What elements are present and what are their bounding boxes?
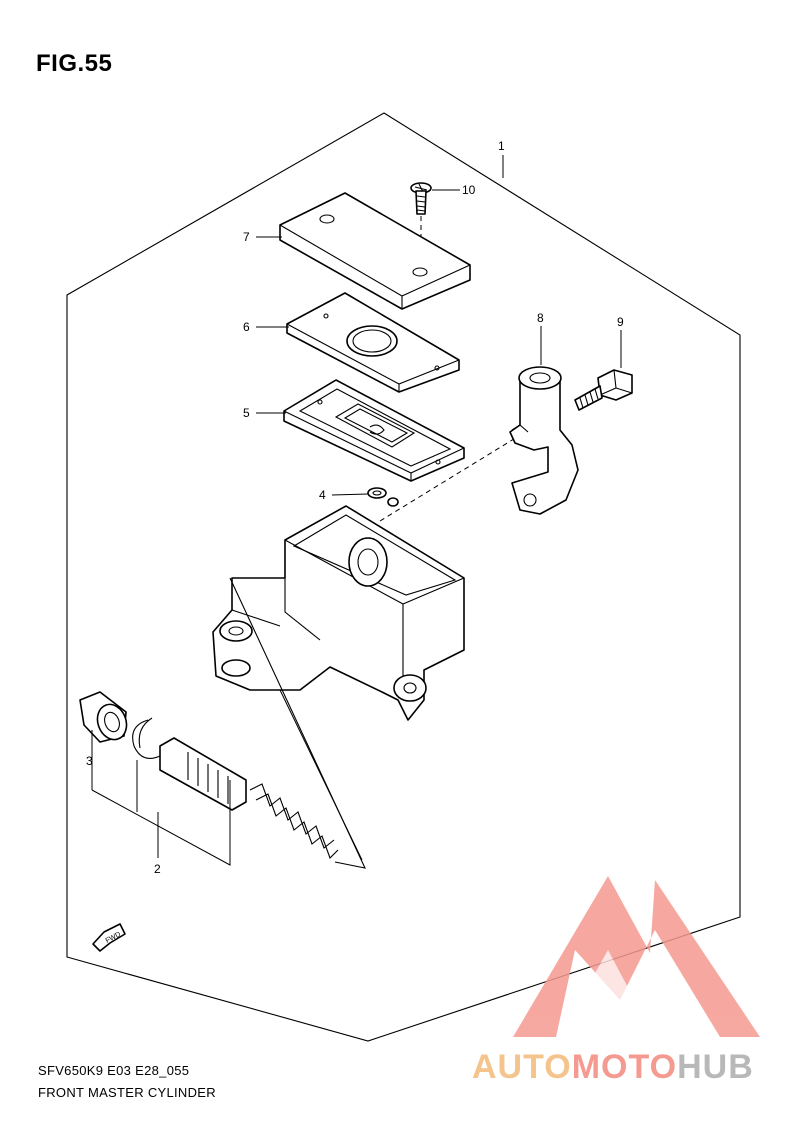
callout-7: 7 [243,230,250,244]
part-9-bolt [574,369,633,411]
logo-part-auto: AUTO [472,1048,572,1086]
automotohub-logo-mark [513,876,760,1037]
automotohub-logo-text: AUTOMOTOHUB [472,1048,754,1087]
model-code: SFV650K9 E03 E28_055 [38,1063,190,1078]
part-2-bracket [91,760,231,866]
circlip [132,717,161,759]
callout-1: 1 [498,139,505,153]
figure-title: FIG.55 [36,50,113,77]
part-5-diaphragm [283,379,465,482]
logo-part-hub: HUB [677,1048,754,1086]
part-8-holder-clamp [509,366,579,515]
callout-6: 6 [243,320,250,334]
part-4-ring [367,487,399,507]
part-7-reservoir-cap [279,192,471,310]
callout-2: 2 [154,862,161,876]
part-3-boot [79,691,128,743]
callout-4: 4 [319,488,326,502]
callout-5: 5 [243,406,250,420]
part-6-diaphragm-plate [286,292,460,393]
master-cylinder-body [212,505,465,721]
logo-part-moto: MOTO [571,1048,678,1086]
part-group-name: FRONT MASTER CYLINDER [38,1085,216,1100]
callout-10: 10 [462,183,476,197]
callout-9: 9 [617,315,624,329]
fwd-arrow-icon: FWD [92,923,126,952]
callout-3: 3 [86,754,93,768]
part-10-screw [410,182,432,215]
piston-assembly [159,737,339,859]
assembly-frame [66,112,741,1042]
callout-8: 8 [537,311,544,325]
